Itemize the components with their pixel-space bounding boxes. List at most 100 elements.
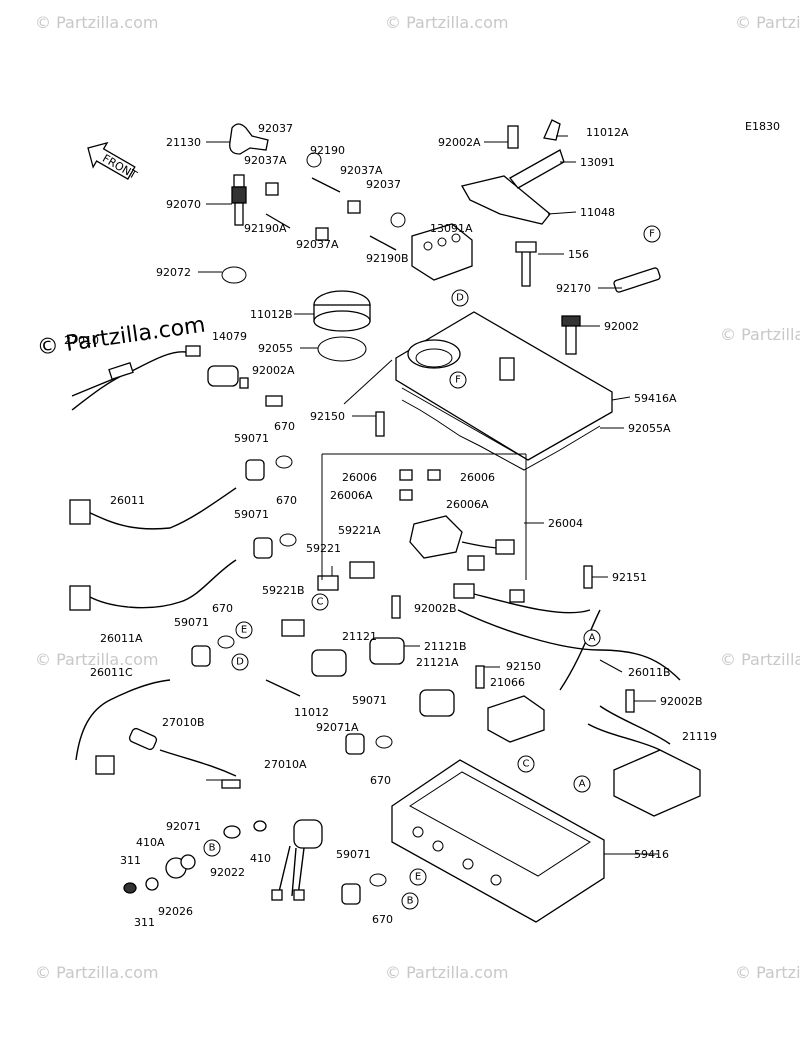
bolt-icon (375, 411, 635, 713)
connector-icon (281, 469, 441, 637)
part-label: 21119 (682, 730, 717, 743)
part-label: 59221A (338, 524, 381, 537)
part-label: 670 (372, 913, 393, 926)
hose-icon (265, 177, 397, 251)
svg-text:F: F (455, 375, 461, 386)
part-label: 156 (568, 248, 589, 261)
spark-plug-cap-icon (229, 123, 269, 155)
watermark: © Partzilla.com (720, 650, 800, 669)
part-label: 13091 (580, 156, 615, 169)
svg-text:A: A (589, 633, 596, 644)
part-label: 26011A (100, 632, 143, 645)
grommet-icon (191, 459, 365, 905)
part-label: 11012 (294, 706, 329, 719)
watermark: © Partzilla.com (735, 963, 800, 982)
part-label: 14079 (212, 330, 247, 343)
leader-lines (198, 135, 658, 855)
part-label: 59071 (234, 432, 269, 445)
part-label: 92055 (258, 342, 293, 355)
part-label: 26006 (460, 471, 495, 484)
part-label: 92037 (258, 122, 293, 135)
callout-marker: B (401, 892, 419, 910)
part-label: 92150 (506, 660, 541, 673)
callout-marker: D (231, 653, 249, 671)
part-label: 311 (120, 854, 141, 867)
part-label: 26006A (446, 498, 489, 511)
part-label: 11012B (250, 308, 293, 321)
main-harness-icon (453, 583, 681, 691)
ecu-box-icon (587, 705, 701, 817)
part-label: 92071 (166, 820, 201, 833)
part-label: 21130 (166, 136, 201, 149)
terminal-block-icon (411, 223, 473, 281)
watermark: © Partzilla.com (35, 963, 158, 982)
part-label: 92026 (158, 905, 193, 918)
gasket-icon (401, 399, 601, 471)
part-label: 59416 (634, 848, 669, 861)
svg-text:E: E (241, 625, 247, 636)
svg-text:A: A (579, 779, 586, 790)
part-label: 59416A (634, 392, 677, 405)
part-label: 26011B (628, 666, 671, 679)
pressure-switch-icon (271, 819, 323, 901)
part-label: 92190A (244, 222, 287, 235)
part-label: 410 (250, 852, 271, 865)
regulator-icon (487, 695, 545, 743)
sensor-icon (207, 365, 283, 407)
part-label: 59071 (174, 616, 209, 629)
part-label: 59071 (234, 508, 269, 521)
part-label: 92072 (156, 266, 191, 279)
watermark: © Partzilla.com (35, 13, 158, 32)
part-label: 92002 (604, 320, 639, 333)
box-case-icon (391, 759, 605, 923)
part-label: 59071 (336, 848, 371, 861)
washer-icon (123, 820, 267, 894)
front-arrow-icon: FRONT (87, 141, 139, 182)
part-label: 21121 (342, 630, 377, 643)
svg-text:D: D (456, 293, 464, 304)
callout-marker: C (517, 755, 535, 773)
part-label: 26011C (90, 666, 133, 679)
spark-plug-icon (231, 174, 247, 226)
bracket-icon (461, 119, 565, 225)
diagram-code: E1830 (745, 120, 780, 133)
part-labels: 21130 92037 92190 92037A 92037A 92037 92… (64, 122, 717, 929)
part-label: 92037A (244, 154, 287, 167)
part-label: 27010B (162, 716, 205, 729)
coil-icon (311, 637, 455, 717)
clamp-icon (265, 182, 361, 241)
part-label: 21121B (424, 640, 467, 653)
part-label: 92170 (556, 282, 591, 295)
part-label: 13091A (430, 222, 473, 235)
watermark: © Partzilla.com (385, 963, 508, 982)
o-ring-icon (217, 455, 393, 887)
svg-text:B: B (209, 843, 216, 854)
part-label: 92002A (252, 364, 295, 377)
part-label: 27010 (64, 334, 99, 347)
watermark: © Partzilla.com (35, 650, 158, 669)
part-label: 92071A (316, 721, 359, 734)
part-label: 92037A (296, 238, 339, 251)
part-label: 92190B (366, 252, 409, 265)
part-label: 59221 (306, 542, 341, 555)
main-watermark: © Partzilla.com (35, 313, 207, 361)
part-label: 59221B (262, 584, 305, 597)
callout-marker: E (235, 621, 253, 639)
part-label: 670 (276, 494, 297, 507)
part-label: 670 (370, 774, 391, 787)
junction-icon (409, 515, 515, 571)
callout-markers: D F F C A E D C A B E B (203, 225, 661, 910)
svg-text:F: F (649, 229, 655, 240)
part-label: 92022 (210, 866, 245, 879)
part-label: 26011 (110, 494, 145, 507)
part-label: 26006 (342, 471, 377, 484)
callout-marker: F (449, 371, 467, 389)
part-label: 21121A (416, 656, 459, 669)
box-cover-icon (395, 311, 613, 461)
callout-marker: F (643, 225, 661, 243)
part-label: 21066 (490, 676, 525, 689)
part-label: 92190 (310, 144, 345, 157)
callout-marker: B (203, 839, 221, 857)
part-label: 92150 (310, 410, 345, 423)
part-label: 26004 (548, 517, 583, 530)
